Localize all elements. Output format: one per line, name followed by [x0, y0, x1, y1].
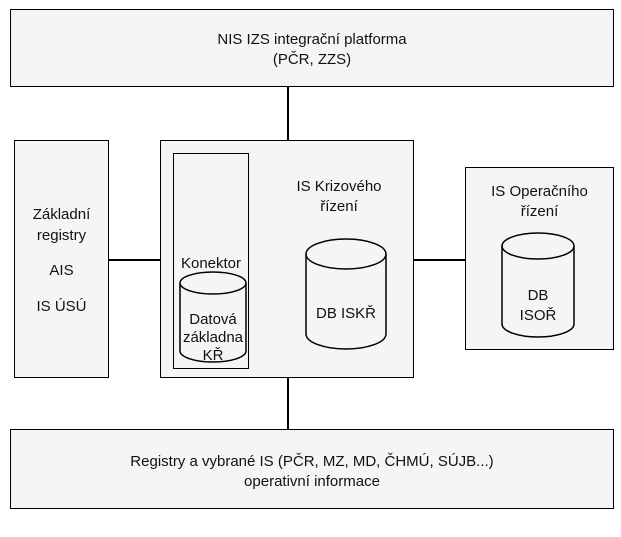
- registries-selected-is-title: Registry a vybrané IS (PČR, MZ, MD, ČHMÚ…: [130, 453, 494, 470]
- registries-selected-is-box: Registry a vybrané IS (PČR, MZ, MD, ČHMÚ…: [10, 429, 614, 509]
- operational-management-title-1: IS Operačního: [491, 183, 588, 200]
- nis-izs-subtitle: (PČR, ZZS): [272, 51, 352, 68]
- operational-information-label: operativní informace: [244, 473, 380, 490]
- db-isor-cylinder: [501, 232, 575, 338]
- ais-label: AIS: [49, 262, 74, 279]
- db-kr-label-3: KŘ: [202, 347, 224, 364]
- connector-top-to-center: [287, 86, 289, 142]
- db-kr-label-1: Datová: [189, 311, 237, 328]
- nis-izs-title: NIS IZS integrační platforma: [217, 31, 407, 48]
- connector-center-to-right: [413, 259, 466, 261]
- connector-label: Konektor: [180, 255, 242, 272]
- basic-registries-box: Základní registry AIS IS ÚSÚ: [14, 140, 109, 378]
- db-iskr-label: DB ISKŘ: [315, 305, 376, 322]
- db-iskr-cylinder: [305, 238, 387, 350]
- db-kr-label-2: základna: [182, 329, 244, 346]
- operational-management-title-2: řízení: [520, 203, 559, 220]
- db-isor-label-2: ISOŘ: [519, 307, 557, 324]
- crisis-management-title-1: IS Krizového: [296, 178, 382, 195]
- db-isor-label-1: DB: [527, 287, 549, 304]
- connector-center-to-bottom: [287, 376, 289, 430]
- db-datova-zakladna-kr-cylinder: [179, 271, 247, 363]
- crisis-management-title-2: řízení: [320, 198, 358, 215]
- basic-registries-label-1: Základní: [32, 206, 91, 223]
- nis-izs-platform-box: NIS IZS integrační platforma (PČR, ZZS): [10, 9, 614, 87]
- is-usu-label: IS ÚSÚ: [36, 298, 87, 315]
- connector-left-to-center: [108, 259, 161, 261]
- basic-registries-label-2: registry: [36, 227, 87, 244]
